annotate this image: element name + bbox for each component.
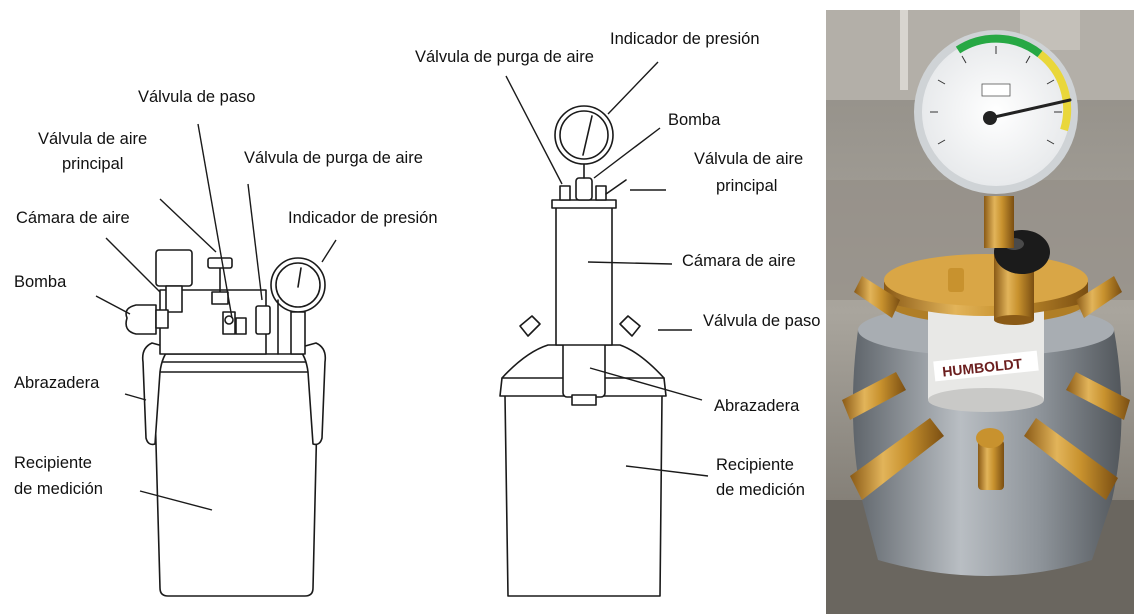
photo-gauge-green-band bbox=[955, 34, 1043, 58]
label-abrazadera: Abrazadera bbox=[14, 374, 100, 392]
label-camara-aire: Cámara de aire bbox=[16, 209, 130, 227]
label-valvula-purga: Válvula de purga de aire bbox=[244, 149, 423, 167]
label-recipiente-2: de medición bbox=[14, 480, 103, 498]
leader-left-recipiente bbox=[139, 490, 213, 511]
label-r-recipiente-2: de medición bbox=[716, 481, 805, 499]
left-pump-knob bbox=[125, 304, 157, 335]
label-r-camara-aire: Cámara de aire bbox=[682, 252, 796, 270]
label-r-abrazadera: Abrazadera bbox=[714, 397, 800, 415]
label-r-valvula-aire-principal-2: principal bbox=[716, 177, 777, 195]
left-pump-cup bbox=[155, 249, 193, 287]
leader-r-abrazadera bbox=[589, 367, 703, 401]
left-clamp-left bbox=[141, 342, 171, 446]
leader-r-bomba bbox=[593, 127, 661, 179]
label-r-indicador-presion: Indicador de presión bbox=[610, 30, 760, 48]
label-valvula-aire-principal-1: Válvula de aire bbox=[38, 130, 147, 148]
right-pump-top bbox=[575, 177, 593, 201]
label-indicador-presion: Indicador de presión bbox=[288, 209, 438, 227]
leader-left-valvula-aire bbox=[159, 198, 217, 253]
leader-left-bomba bbox=[95, 295, 131, 315]
left-diagram: Válvula de paso Válvula de aire principa… bbox=[14, 88, 438, 597]
right-pressure-gauge bbox=[554, 105, 614, 165]
leader-r-indicador bbox=[607, 61, 659, 115]
leader-r-camara bbox=[587, 261, 673, 265]
leader-r-recipiente bbox=[625, 465, 709, 477]
left-clamp-right bbox=[297, 342, 327, 446]
label-r-recipiente-1: Recipiente bbox=[716, 456, 794, 474]
leader-left-valvula-paso bbox=[197, 123, 233, 319]
leader-left-camara bbox=[105, 237, 161, 293]
leader-left-purga bbox=[247, 183, 263, 301]
right-diagram: Válvula de purga de aire Indicador de pr… bbox=[415, 30, 820, 597]
right-air-chamber bbox=[555, 204, 613, 346]
label-bomba: Bomba bbox=[14, 273, 67, 291]
left-main-air-valve bbox=[207, 257, 233, 269]
label-r-bomba: Bomba bbox=[668, 111, 721, 129]
left-measuring-bowl bbox=[153, 371, 319, 597]
label-r-valvula-purga: Válvula de purga de aire bbox=[415, 48, 594, 66]
label-recipiente-1: Recipiente bbox=[14, 454, 92, 472]
left-lid-plate bbox=[145, 353, 323, 373]
label-valvula-paso: Válvula de paso bbox=[138, 88, 255, 106]
label-valvula-aire-principal-2: principal bbox=[62, 155, 123, 173]
label-r-valvula-aire-principal-1: Válvula de aire bbox=[694, 150, 803, 168]
left-purge-valve bbox=[255, 305, 271, 335]
leader-left-indicador bbox=[321, 239, 337, 263]
leader-r-purga bbox=[505, 75, 563, 185]
photo-gauge-yellow-band bbox=[1037, 50, 1072, 132]
right-purge-valve bbox=[559, 185, 571, 201]
photo-gauge-needle bbox=[988, 98, 1072, 120]
leader-left-abrazadera bbox=[124, 393, 147, 401]
air-meter-photo: HUMBOLDT bbox=[826, 10, 1134, 614]
label-r-valvula-paso: Válvula de paso bbox=[703, 312, 820, 330]
right-measuring-bowl bbox=[504, 395, 663, 597]
